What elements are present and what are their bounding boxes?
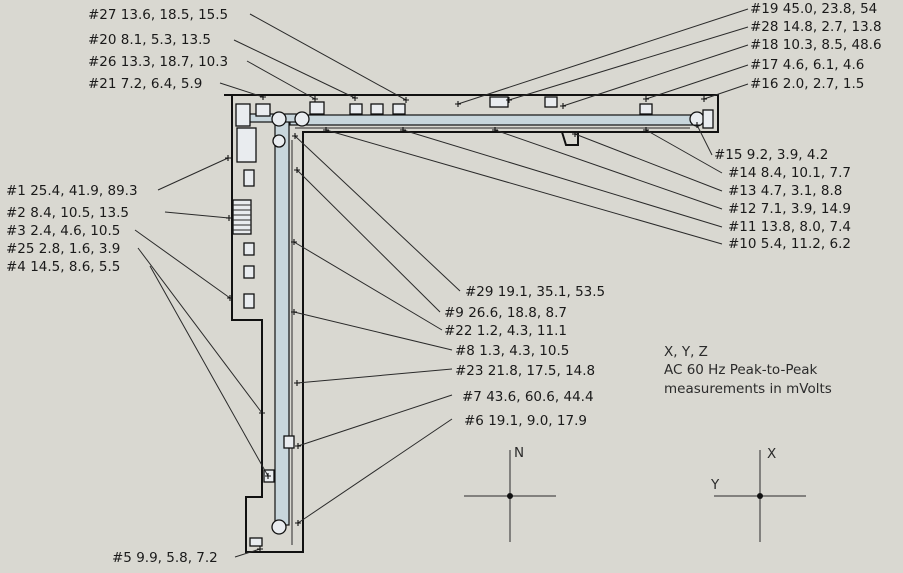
fixture-7 (349, 103, 363, 115)
fixture-1 (243, 169, 255, 187)
legend-units: measurements in mVolts (664, 381, 832, 397)
label-19: #19 45.0, 23.8, 54 (750, 1, 877, 17)
label-18: #18 10.3, 8.5, 48.6 (750, 37, 882, 53)
point-9: #9 26.6, 18.8, 8.7 (294, 167, 567, 321)
fixture-6 (309, 101, 325, 115)
label-16: #16 2.0, 2.7, 1.5 (750, 76, 864, 92)
label-6: #6 19.1, 9.0, 17.9 (464, 413, 587, 429)
legend: X, Y, Z AC 60 Hz Peak-to-Peak measuremen… (664, 344, 832, 397)
point-26: #26 13.3, 18.7, 10.3 (88, 54, 318, 102)
fixture-11 (544, 96, 558, 108)
label-9: #9 26.6, 18.8, 8.7 (444, 305, 567, 321)
point-6: #6 19.1, 9.0, 17.9 (295, 413, 587, 526)
point-11: #11 13.8, 8.0, 7.4 (400, 127, 851, 235)
point-5: #5 9.9, 5.8, 7.2 (112, 546, 263, 566)
fixture-12 (639, 103, 653, 115)
fixture-13 (702, 109, 714, 129)
point-23: #23 21.8, 17.5, 14.8 (294, 363, 595, 386)
label-14: #14 8.4, 10.1, 7.7 (728, 165, 851, 181)
label-29: #29 19.1, 35.1, 53.5 (465, 284, 605, 300)
label-27: #27 13.6, 18.5, 15.5 (88, 7, 228, 23)
label-10: #10 5.4, 11.2, 6.2 (728, 236, 851, 252)
fixture-3 (243, 265, 255, 279)
valve-b (294, 111, 310, 127)
label-26: #26 13.3, 18.7, 10.3 (88, 54, 228, 70)
equipment-block (236, 127, 257, 163)
point-20: #20 8.1, 5.3, 13.5 (88, 32, 358, 101)
fixture-8 (370, 103, 384, 115)
point-12: #12 7.1, 3.9, 14.9 (492, 127, 851, 217)
radiator (232, 199, 252, 235)
label-28: #28 14.8, 2.7, 13.8 (750, 19, 882, 35)
label-3: #3 2.4, 4.6, 10.5 (6, 223, 120, 239)
point-1: #1 25.4, 41.9, 89.3 (6, 155, 231, 199)
point-28: #28 14.8, 2.7, 13.8 (506, 19, 882, 103)
label-25: #25 2.8, 1.6, 3.9 (6, 241, 120, 257)
label-22: #22 1.2, 4.3, 11.1 (444, 323, 567, 339)
point-17: #17 4.6, 6.1, 4.6 (643, 57, 864, 102)
label-1: #1 25.4, 41.9, 89.3 (6, 183, 138, 199)
fixture-15 (283, 435, 295, 449)
label-12: #12 7.1, 3.9, 14.9 (728, 201, 851, 217)
fixture-4 (243, 293, 255, 309)
point-16: #16 2.0, 2.7, 1.5 (701, 76, 864, 102)
label-15: #15 9.2, 3.9, 4.2 (714, 147, 828, 163)
label-11: #11 13.8, 8.0, 7.4 (728, 219, 851, 235)
fixture-5 (255, 103, 271, 117)
axis-x-label: X (767, 446, 776, 462)
point-7: #7 43.6, 60.6, 44.4 (295, 389, 594, 449)
fixture-9 (392, 103, 406, 115)
axis-y-label: Y (710, 477, 720, 493)
floor-plan (224, 94, 719, 553)
point-29: #29 19.1, 35.1, 53.5 (292, 133, 605, 300)
fixture-14 (561, 131, 579, 146)
axes-indicator: X Y (710, 446, 806, 542)
point-25: #25 2.8, 1.6, 3.9 (6, 241, 265, 416)
horizontal-pipe (289, 114, 696, 126)
label-13: #13 4.7, 3.1, 8.8 (728, 183, 842, 199)
building-outline (224, 94, 719, 553)
valve-e (271, 519, 287, 535)
vertical-pipe (274, 119, 290, 526)
valve-a (271, 111, 287, 127)
label-5: #5 9.9, 5.8, 7.2 (112, 550, 218, 566)
point-19: #19 45.0, 23.8, 54 (455, 1, 877, 107)
compass-north-label: N (514, 445, 524, 461)
equipment-left-top (235, 103, 251, 127)
point-13: #13 4.7, 3.1, 8.8 (572, 131, 842, 199)
point-8: #8 1.3, 4.3, 10.5 (291, 309, 569, 359)
fixture-17 (249, 537, 263, 547)
label-21: #21 7.2, 6.4, 5.9 (88, 76, 202, 92)
point-14: #14 8.4, 10.1, 7.7 (643, 127, 851, 181)
point-3: #3 2.4, 4.6, 10.5 (6, 223, 233, 301)
legend-measurement-type: AC 60 Hz Peak-to-Peak (664, 362, 818, 378)
point-2: #2 8.4, 10.5, 13.5 (6, 205, 232, 221)
legend-axes: X, Y, Z (664, 344, 708, 360)
label-20: #20 8.1, 5.3, 13.5 (88, 32, 211, 48)
fixture-10 (489, 96, 509, 108)
point-21: #21 7.2, 6.4, 5.9 (88, 76, 266, 100)
compass-rose: N (464, 445, 556, 542)
point-15: #15 9.2, 3.9, 4.2 (694, 122, 828, 163)
point-27: #27 13.6, 18.5, 15.5 (88, 7, 409, 103)
point-22: #22 1.2, 4.3, 11.1 (291, 239, 567, 339)
label-7: #7 43.6, 60.6, 44.4 (462, 389, 594, 405)
fixture-2 (243, 242, 255, 256)
label-2: #2 8.4, 10.5, 13.5 (6, 205, 129, 221)
label-8: #8 1.3, 4.3, 10.5 (455, 343, 569, 359)
valve-c (272, 134, 286, 148)
point-18: #18 10.3, 8.5, 48.6 (560, 37, 882, 109)
point-10: #10 5.4, 11.2, 6.2 (323, 127, 851, 252)
point-4: #4 14.5, 8.6, 5.5 (6, 259, 271, 479)
label-17: #17 4.6, 6.1, 4.6 (750, 57, 864, 73)
label-23: #23 21.8, 17.5, 14.8 (455, 363, 595, 379)
label-4: #4 14.5, 8.6, 5.5 (6, 259, 120, 275)
